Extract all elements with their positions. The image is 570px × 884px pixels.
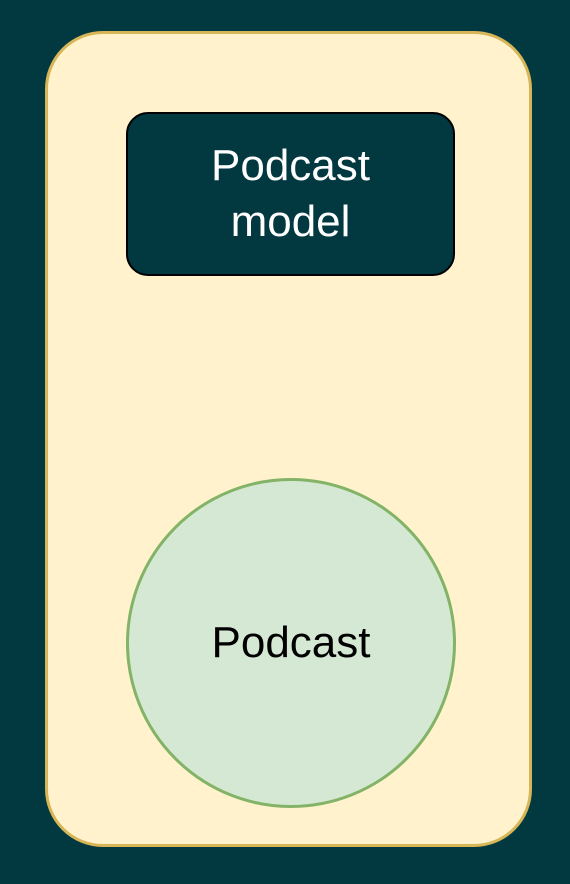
podcast-model-box[interactable]: Podcast model	[126, 112, 455, 276]
podcast-circle-label: Podcast	[211, 618, 371, 667]
podcast-model-label: Podcast model	[211, 141, 370, 246]
podcast-circle[interactable]: Podcast	[126, 478, 456, 808]
